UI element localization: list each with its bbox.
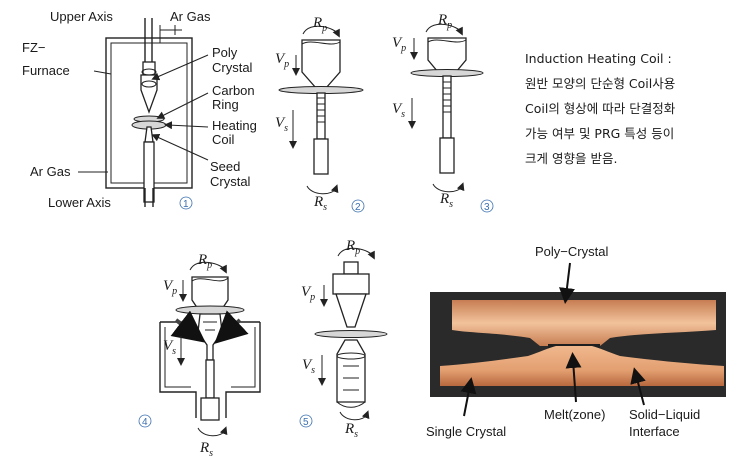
step-1-number: 1 xyxy=(183,199,189,210)
p4-rp: Rp xyxy=(197,252,212,271)
desc-line-3: Coil의 형상에 따라 단결정화 xyxy=(525,101,676,116)
p2-rp: Rp xyxy=(312,15,327,34)
p5-rp: Rp xyxy=(345,238,360,257)
p5-rs: Rs xyxy=(344,421,358,440)
p4-vp: Vp xyxy=(163,278,177,297)
p3-vp: Vp xyxy=(392,35,406,54)
panel-step-3: Rp Vp Vs Rs 3 xyxy=(392,12,494,213)
desc-line-2: 원반 모양의 단순형 Coil사용 xyxy=(525,76,675,91)
desc-line-1: Induction Heating Coil : xyxy=(525,51,672,66)
step-5-badge xyxy=(299,414,313,428)
panel-fz-furnace: Upper Axis Ar Gas FZ− Furnace Poly Cryst… xyxy=(22,9,257,210)
label-fz-furnace-2: Furnace xyxy=(22,63,70,78)
label-poly-2: Crystal xyxy=(212,60,253,75)
label-photo-single-crystal: Single Crystal xyxy=(426,424,506,439)
melt-zone-photo: Poly−Crystal Melt(zone) Single Crystal S… xyxy=(426,244,726,439)
p2-rs: Rs xyxy=(313,194,327,213)
p5-vs: Vs xyxy=(302,357,315,376)
desc-line-5: 크게 영향을 받음. xyxy=(525,151,617,166)
label-seed-1: Seed xyxy=(210,159,240,174)
label-photo-melt-zone: Melt(zone) xyxy=(544,407,605,422)
p3-rs: Rs xyxy=(439,191,453,210)
label-ar-gas-bottom: Ar Gas xyxy=(30,164,71,179)
single-crystal-region xyxy=(440,346,724,386)
p5-vp: Vp xyxy=(301,284,315,303)
label-photo-poly-crystal: Poly−Crystal xyxy=(535,244,608,259)
step-3-number: 3 xyxy=(484,202,490,213)
step-2-badge xyxy=(351,199,365,213)
panel-step-4: Rp Vp Vs Rs 4 xyxy=(138,252,261,459)
label-fz-furnace-1: FZ− xyxy=(22,40,45,55)
label-photo-solid-liquid-2: Interface xyxy=(629,424,680,439)
label-upper-axis: Upper Axis xyxy=(50,9,113,24)
label-photo-solid-liquid-1: Solid−Liquid xyxy=(629,407,700,422)
poly-crystal-region xyxy=(452,300,716,346)
p2-vs: Vs xyxy=(275,115,288,134)
description-block: Induction Heating Coil : 원반 모양의 단순형 Coil… xyxy=(525,51,676,166)
label-heating-2: Coil xyxy=(212,132,235,147)
p4-rs: Rs xyxy=(199,440,213,459)
step-4-badge xyxy=(138,414,152,428)
desc-line-4: 가능 여부 및 PRG 특성 등이 xyxy=(525,126,674,141)
step-1-badge xyxy=(179,196,193,210)
label-ar-gas-top: Ar Gas xyxy=(170,9,211,24)
p3-rp: Rp xyxy=(437,12,452,31)
p2-vp: Vp xyxy=(275,51,289,70)
label-poly-1: Poly xyxy=(212,45,238,60)
p3-vs: Vs xyxy=(392,101,405,120)
label-lower-axis: Lower Axis xyxy=(48,195,111,210)
label-seed-2: Crystal xyxy=(210,174,251,189)
p4-vs: Vs xyxy=(163,338,176,357)
label-heating-1: Heating xyxy=(212,118,257,133)
label-carbon-2: Ring xyxy=(212,97,239,112)
panel-step-5: Rp Vp Vs Rs 5 xyxy=(299,238,388,440)
label-carbon-1: Carbon xyxy=(212,83,255,98)
step-2-number: 2 xyxy=(355,202,361,213)
step-5-number: 5 xyxy=(303,417,309,428)
panel-step-2: Rp Vp Vs Rs 2 xyxy=(275,15,365,213)
step-4-number: 4 xyxy=(142,417,148,428)
step-3-badge xyxy=(480,199,494,213)
